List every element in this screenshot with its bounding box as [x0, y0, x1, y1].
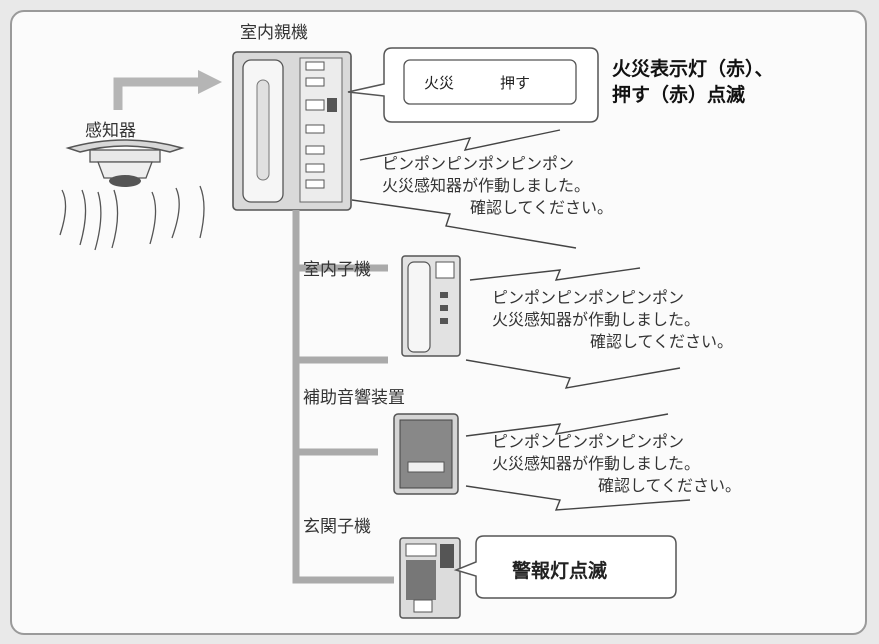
sensor-arrow-head	[198, 70, 222, 94]
message-aux-line2: 火災感知器が作動しました。	[492, 454, 701, 473]
message-sub-line3: 確認してください。	[590, 332, 734, 351]
alarm-light-label: 警報灯点滅	[512, 560, 608, 582]
message-main-line2: 火災感知器が作動しました。	[382, 176, 591, 195]
wiring-lines	[292, 210, 394, 584]
message-aux-line3: 確認してください。	[598, 476, 742, 495]
entrance-unit-icon	[399, 537, 461, 619]
fire-indicator-line2: 押す（赤）点滅	[612, 84, 746, 106]
message-sub-line1: ピンポンピンポンピンポン	[492, 288, 685, 307]
message-sub-line2: 火災感知器が作動しました。	[492, 310, 701, 329]
smoke-sensor-icon	[59, 139, 205, 251]
fire-indicator-line1: 火災表示灯（赤）、	[612, 58, 774, 80]
sub-unit-icon	[401, 255, 461, 357]
sensor-arrow	[113, 77, 200, 110]
message-main-line1: ピンポンピンポンピンポン	[382, 154, 575, 173]
entrance-label: 玄関子機	[303, 517, 371, 537]
callout-alarm	[453, 535, 677, 599]
sub-unit-label: 室内子機	[303, 260, 371, 280]
alarm-signal-bolts	[351, 129, 691, 511]
speaker-unit-icon	[393, 413, 459, 495]
fire-button-frame	[403, 59, 577, 105]
sensor-label: 感知器	[85, 121, 136, 141]
fire-button-text: 火災	[424, 74, 455, 92]
message-aux-line1: ピンポンピンポンピンポン	[492, 432, 685, 451]
push-button-text: 押す	[500, 74, 531, 92]
main-unit-icon	[232, 51, 352, 211]
aux-sound-label: 補助音響装置	[303, 388, 405, 408]
message-main-line3: 確認してください。	[470, 198, 614, 217]
main-unit-label: 室内親機	[240, 23, 308, 43]
